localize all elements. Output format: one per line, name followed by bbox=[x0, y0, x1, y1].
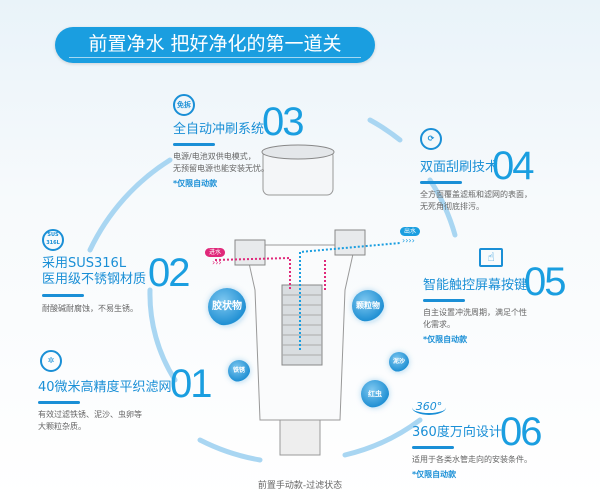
feature-desc: 无预留电源也能安装无忧。 bbox=[173, 164, 269, 173]
inlet-label: 进水 bbox=[205, 248, 226, 257]
feature-title: 采用SUS316L bbox=[42, 256, 127, 271]
no-disassembly-badge-icon: 免拆 bbox=[173, 94, 195, 116]
feature-number: 01 bbox=[170, 362, 212, 406]
feature-title: 40微米高精度平织滤网 bbox=[38, 380, 172, 395]
feature-06: 360° 360度万向设计 适用于各类水管走向的安装条件。 *仅限自动款 bbox=[412, 400, 532, 480]
feature-number: 06 bbox=[500, 410, 542, 454]
touch-screen-icon: ☝ bbox=[479, 248, 503, 267]
inlet-arrows-icon: ››› bbox=[212, 258, 222, 267]
feature-desc: 无死角彻底排污。 bbox=[420, 202, 484, 211]
bubble-sand: 泥沙 bbox=[389, 352, 409, 372]
feature-title: 360度万向设计 bbox=[412, 425, 502, 440]
feature-number: 02 bbox=[148, 251, 190, 295]
feature-desc: 电源/电池双供电模式， bbox=[173, 152, 256, 161]
outlet-label: 出水 bbox=[400, 227, 421, 236]
sus316l-badge-icon: SUS 316L bbox=[42, 229, 64, 251]
headline-banner: 前置净水 把好净化的第一道关 bbox=[55, 27, 375, 63]
bubble-bloodworm: 红虫 bbox=[361, 380, 389, 408]
water-filter-illustration bbox=[214, 144, 401, 456]
outlet-arrows-icon: ›››› bbox=[402, 236, 415, 245]
feature-note: *仅限自动款 bbox=[173, 179, 218, 188]
rotate-360-icon: 360° bbox=[412, 400, 446, 415]
divider bbox=[38, 401, 80, 404]
feature-title: 医用级不锈钢材质 bbox=[42, 272, 147, 287]
feature-04: ⟳ 双面刮刷技术 全方面覆盖滤瓶和滤网的表面， 无死角彻底排污。 bbox=[420, 128, 532, 213]
divider bbox=[42, 294, 84, 297]
feature-desc: 有效过滤铁锈、泥沙、虫卵等 bbox=[38, 410, 142, 419]
feature-desc: 适用于各类水管走向的安装条件。 bbox=[412, 455, 532, 464]
feature-title: 全自动冲刷系统 bbox=[173, 122, 265, 137]
divider bbox=[173, 143, 215, 146]
feature-03: 免拆 全自动冲刷系统 电源/电池双供电模式， 无预留电源也能安装无忧。 *仅限自… bbox=[173, 94, 269, 189]
feature-number: 03 bbox=[262, 100, 304, 144]
mesh-filter-icon: ✲ bbox=[40, 350, 62, 372]
feature-title: 双面刮刷技术 bbox=[420, 160, 499, 175]
divider bbox=[420, 181, 462, 184]
double-scrape-icon: ⟳ bbox=[420, 128, 442, 150]
feature-note: *仅限自动款 bbox=[412, 470, 457, 479]
bubble-particles: 颗粒物 bbox=[352, 290, 384, 322]
feature-02: SUS 316L 采用SUS316L 医用级不锈钢材质 耐酸碱耐腐蚀，不易生锈。 bbox=[42, 229, 146, 315]
feature-note: *仅限自动款 bbox=[423, 335, 468, 344]
feature-desc: 化需求。 bbox=[423, 320, 455, 329]
feature-number: 05 bbox=[524, 260, 566, 304]
feature-01: ✲ 40微米高精度平织滤网 有效过滤铁锈、泥沙、虫卵等 大颗粒杂质。 bbox=[38, 350, 172, 433]
feature-05: ☝ 智能触控屏幕按键 自主设置冲洗周期，满足个性 化需求。 *仅限自动款 bbox=[423, 248, 527, 345]
feature-title: 智能触控屏幕按键 bbox=[423, 278, 528, 293]
bubble-rust: 铁锈 bbox=[228, 360, 250, 382]
feature-desc: 大颗粒杂质。 bbox=[38, 422, 86, 431]
divider bbox=[412, 446, 454, 449]
bubble-colloid: 胶状物 bbox=[208, 288, 246, 326]
feature-desc: 全方面覆盖滤瓶和滤网的表面， bbox=[420, 190, 532, 199]
feature-desc: 自主设置冲洗周期，满足个性 bbox=[423, 308, 527, 317]
feature-desc: 耐酸碱耐腐蚀，不易生锈。 bbox=[42, 304, 138, 313]
divider bbox=[423, 299, 465, 302]
caption: 前置手动款-过滤状态 bbox=[257, 481, 343, 491]
feature-number: 04 bbox=[492, 144, 534, 188]
